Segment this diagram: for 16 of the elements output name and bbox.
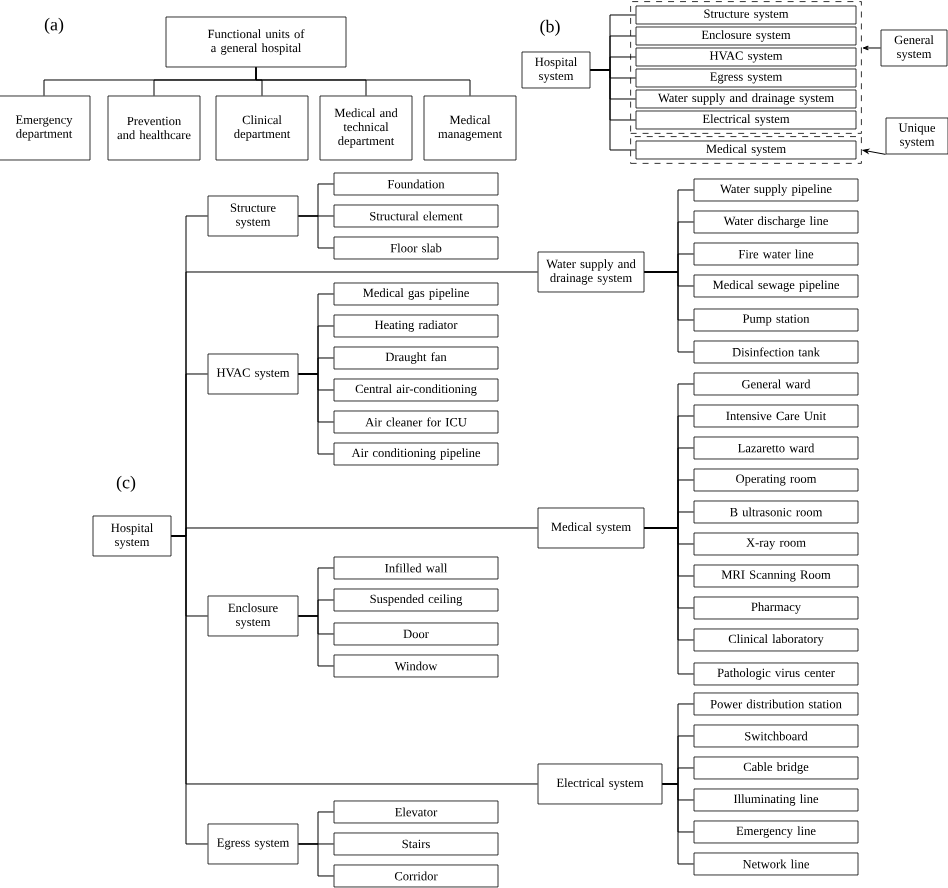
arrow: [862, 45, 882, 51]
connector-line: [297, 843, 335, 877]
group-frame: [630, 136, 862, 164]
panel-label: (c): [116, 475, 136, 493]
connector-line: [643, 271, 695, 353]
connector-line: [589, 69, 637, 151]
arrow: [862, 148, 887, 155]
connector-line: [255, 66, 471, 97]
panel-label: (a): [44, 17, 64, 35]
connector-line: [297, 615, 335, 667]
connector-line: [661, 783, 695, 865]
connector-line: [297, 215, 335, 249]
connector-line: [170, 535, 209, 845]
connector-line: [643, 527, 695, 675]
connector-line: [297, 373, 335, 455]
group-frame: [630, 1, 862, 134]
